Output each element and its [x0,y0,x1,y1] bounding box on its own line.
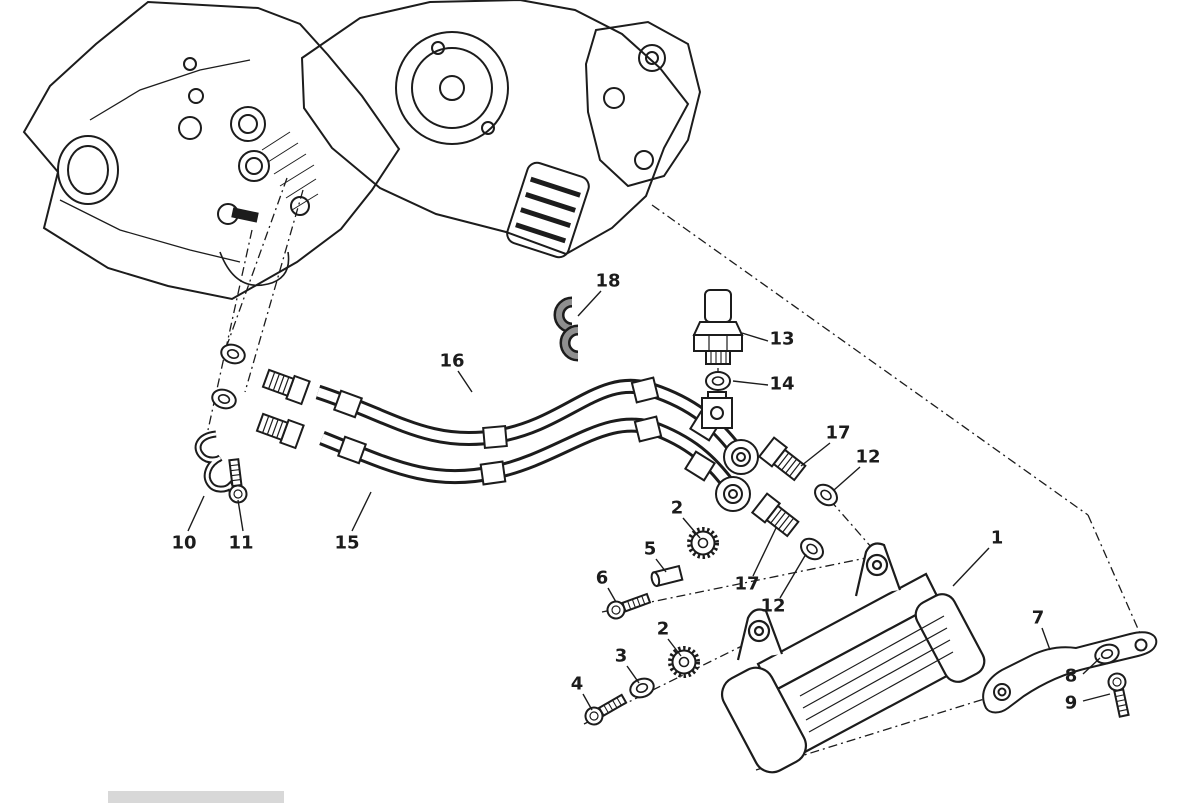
part-callout-12a: 12 [855,447,880,468]
callout-leader-9 [1082,693,1111,702]
part-callout-17b: 17 [734,574,759,595]
callout-leader-1 [952,547,990,587]
oil-hoses [315,376,759,512]
callout-leader-12b [779,553,807,599]
adapter-washer-lower [796,533,828,565]
part-callout-8: 8 [1065,666,1078,687]
callout-leader-5 [655,558,667,573]
adapter-washer-upper [810,479,842,511]
elbow-fitting [701,391,733,429]
clip-screw [224,457,249,505]
hose-end-faces [715,439,759,512]
union-fitting-lower [254,410,305,450]
callout-leader-10 [187,495,205,532]
callout-leader-2a [682,517,701,539]
part-callout-2a: 2 [671,498,684,519]
bracket-group [982,631,1158,719]
cooler-adapters [751,436,842,565]
part-callout-14: 14 [769,374,794,395]
part-callout-15: 15 [334,533,359,554]
left-hose-unions [208,340,311,450]
part-callout-6: 6 [596,568,609,589]
callout-leader-15 [351,491,372,532]
union-fitting-upper [260,366,311,406]
part-callout-3: 3 [615,646,628,667]
retaining-clip-group [194,430,249,505]
hose-guide-clamp [553,296,579,362]
callout-leader-17b [752,527,777,577]
part-callout-16: 16 [439,351,464,372]
callout-leader-13 [741,332,769,342]
mount-washer [626,674,658,702]
serrated-nut-upper [687,527,719,559]
callout-leader-17a [800,442,831,467]
part-callout-5: 5 [644,539,657,560]
callout-leader-4 [582,693,593,711]
callout-leader-12a [833,466,861,491]
part-callout-11: 11 [228,533,253,554]
bracket-bolt [1105,670,1134,719]
serrated-nut-lower [668,646,700,678]
part-callout-2b: 2 [657,619,670,640]
temp-sensor-group [692,289,744,429]
adapter-lower [751,492,802,540]
spacer [650,564,684,588]
temp-sensor [692,289,744,365]
callout-leader-7 [1041,627,1051,651]
part-callout-10: 10 [171,533,196,554]
adapter-upper [758,436,809,484]
callout-leader-lines [187,290,1111,711]
part-callout-13: 13 [769,329,794,350]
cooler-left-tank [720,666,808,774]
callout-leader-2b [667,638,682,657]
engine-cover-center [300,0,702,259]
engine-crankcase-left [22,0,401,301]
sensor-washer [705,371,731,391]
callout-leader-8 [1082,657,1101,675]
part-callout-12b: 12 [760,596,785,617]
mount-bolt-lower [581,690,630,729]
part-callout-9: 9 [1065,693,1078,714]
part-callout-4: 4 [571,674,584,695]
callout-leader-16 [457,370,473,393]
callout-leader-6 [607,587,617,603]
callout-leader-18 [577,290,602,317]
scan-artifact-strip [108,791,284,803]
part-callout-18: 18 [595,271,620,292]
part-callout-1: 1 [991,528,1004,549]
oil-cooler [720,542,986,774]
callout-leader-11 [237,499,244,532]
cooler-fins [799,615,954,733]
callout-leader-3 [626,665,640,684]
part-callout-7: 7 [1032,608,1045,629]
cooler-mount-hardware [581,527,719,729]
callout-leader-14 [732,380,769,386]
part-callout-17a: 17 [825,423,850,444]
seal-washer-lower [208,385,240,413]
hose-crimp-collars [332,376,722,486]
cooler-right-tank [914,593,986,683]
